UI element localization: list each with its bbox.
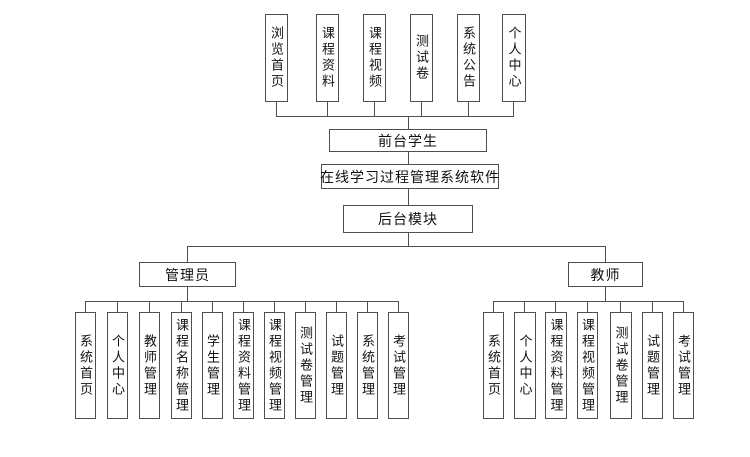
node-system-root: 在线学习过程管理系统软件	[320, 164, 500, 189]
teacher-question-mgmt: 试题管理	[642, 312, 663, 419]
node-label: 系统首页	[486, 333, 501, 398]
admin-system-home: 系统首页	[75, 312, 96, 419]
admin-personal-center: 个人中心	[107, 312, 128, 419]
node-course-video: 课程视频	[363, 14, 386, 102]
admin-course-name-mgmt: 课程名称管理	[171, 312, 192, 419]
admin-question-mgmt: 试题管理	[326, 312, 347, 419]
connector-line	[421, 102, 422, 117]
connector-line	[398, 301, 399, 313]
connector-line	[605, 246, 606, 263]
node-label: 试题管理	[645, 333, 660, 398]
node-label: 考试管理	[391, 333, 406, 398]
connector-line	[367, 301, 368, 313]
teacher-exam-mgmt: 考试管理	[673, 312, 694, 419]
connector-line	[587, 301, 588, 313]
connector-line	[408, 116, 409, 130]
node-label: 系统公告	[461, 26, 476, 90]
teacher-course-material-mgmt: 课程资料管理	[545, 312, 567, 419]
connector-line	[181, 301, 182, 313]
node-label: 测试卷	[414, 34, 429, 82]
connector-bus-admin	[85, 301, 399, 302]
connector-line	[683, 301, 684, 313]
node-label: 个人中心	[517, 333, 533, 398]
teacher-personal-center: 个人中心	[514, 312, 536, 419]
connector-line	[408, 233, 409, 247]
connector-line	[468, 102, 469, 117]
teacher-test-paper-mgmt: 测试卷管理	[610, 312, 632, 419]
connector-line	[187, 246, 188, 263]
connector-line	[513, 102, 514, 117]
node-label: 在线学习过程管理系统软件	[320, 168, 500, 185]
node-label: 课程资料管理	[548, 317, 564, 414]
connector-line	[187, 287, 188, 302]
connector-line	[493, 301, 494, 313]
node-label: 教师	[590, 266, 621, 283]
node-test-paper: 测试卷	[410, 14, 433, 102]
connector-line	[85, 301, 86, 313]
connector-line	[524, 301, 525, 313]
node-label: 测试卷管理	[613, 325, 629, 406]
connector-line	[212, 301, 213, 313]
node-label: 课程视频管理	[580, 317, 595, 414]
connector-line	[327, 102, 328, 117]
admin-system-mgmt: 系统管理	[357, 312, 378, 419]
node-label: 个人中心	[506, 26, 522, 90]
admin-exam-mgmt: 考试管理	[388, 312, 409, 419]
node-label: 试题管理	[329, 333, 344, 398]
teacher-system-home: 系统首页	[483, 312, 504, 419]
node-label: 浏览首页	[269, 26, 284, 90]
node-teacher: 教师	[568, 262, 643, 287]
node-label: 系统首页	[78, 333, 93, 398]
connector-line	[620, 301, 621, 313]
connector-bus-teacher	[493, 301, 684, 302]
connector-line	[117, 301, 118, 313]
connector-line	[555, 301, 556, 313]
connector-line	[305, 301, 306, 313]
node-label: 课程资料管理	[236, 317, 251, 414]
node-admin: 管理员	[139, 262, 236, 287]
connector-line	[274, 301, 275, 313]
connector-line	[652, 301, 653, 313]
admin-teacher-mgmt: 教师管理	[139, 312, 160, 419]
node-label: 课程资料	[320, 26, 335, 90]
connector-line	[408, 152, 409, 165]
node-label: 课程视频	[367, 26, 382, 90]
node-label: 后台模块	[378, 211, 438, 227]
node-label: 个人中心	[110, 333, 125, 398]
connector-line	[276, 102, 277, 117]
node-label: 课程名称管理	[174, 317, 189, 414]
node-label: 系统管理	[360, 333, 375, 398]
admin-test-paper-mgmt: 测试卷管理	[295, 312, 316, 419]
node-label: 学生管理	[205, 333, 220, 398]
node-label: 管理员	[165, 266, 210, 283]
admin-course-video-mgmt: 课程视频管理	[264, 312, 285, 419]
connector-line	[243, 301, 244, 313]
node-system-announcement: 系统公告	[457, 14, 480, 102]
connector-bus-front	[276, 116, 514, 117]
node-label: 课程视频管理	[267, 317, 282, 414]
node-label: 考试管理	[676, 333, 691, 398]
node-front-student: 前台学生	[329, 129, 487, 152]
node-personal-center: 个人中心	[502, 14, 526, 102]
connector-line	[374, 102, 375, 117]
node-label: 教师管理	[142, 333, 157, 398]
connector-line	[408, 189, 409, 206]
node-label: 前台学生	[378, 132, 438, 149]
node-course-material: 课程资料	[316, 14, 339, 102]
node-browse-home: 浏览首页	[265, 14, 288, 102]
connector-line	[336, 301, 337, 313]
connector-bus-backend	[187, 246, 606, 247]
admin-student-mgmt: 学生管理	[202, 312, 223, 419]
node-label: 测试卷管理	[298, 325, 313, 406]
teacher-course-video-mgmt: 课程视频管理	[577, 312, 598, 419]
node-backend-module: 后台模块	[343, 205, 473, 233]
connector-line	[605, 287, 606, 302]
admin-course-material-mgmt: 课程资料管理	[233, 312, 254, 419]
connector-line	[149, 301, 150, 313]
